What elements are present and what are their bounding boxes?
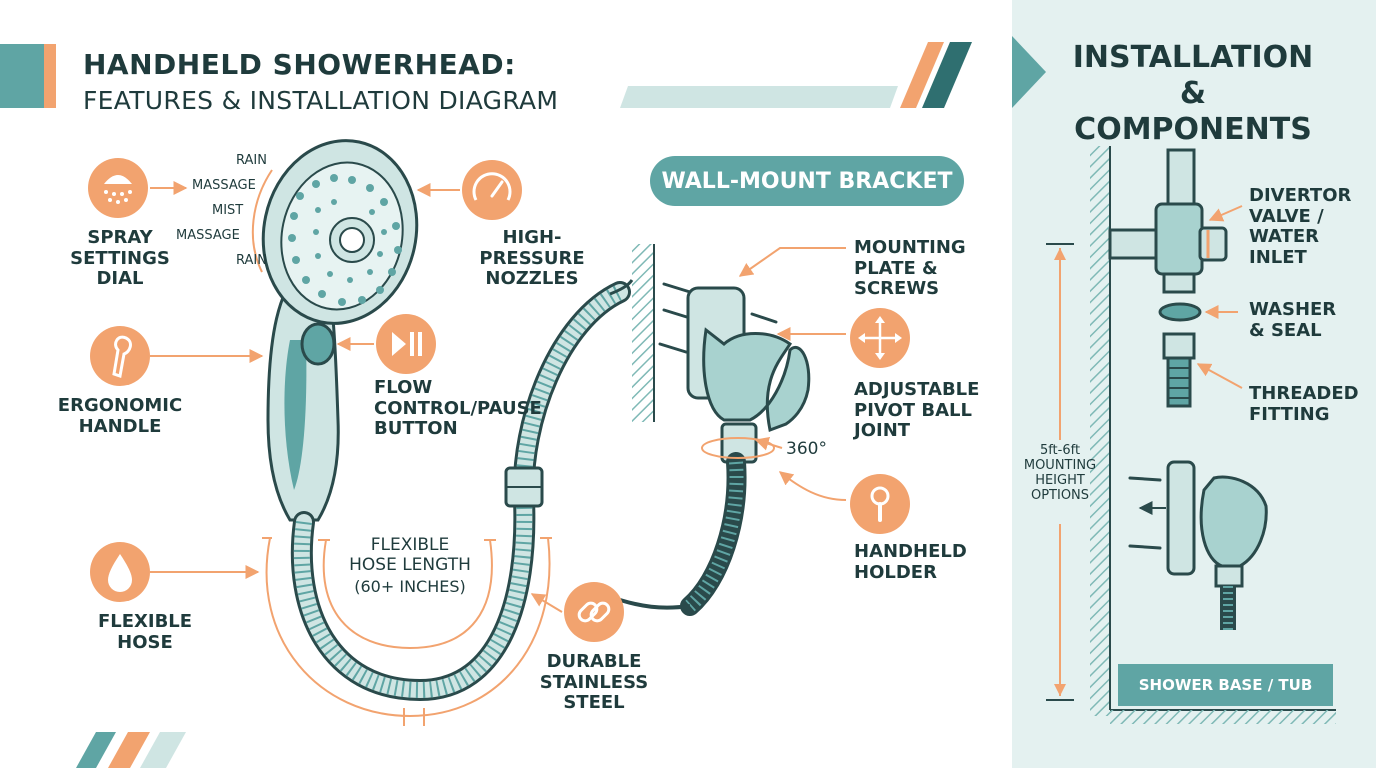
header-stripe-orange <box>900 42 944 108</box>
threaded-fitting-illustration <box>1162 332 1196 408</box>
height-dimension <box>1046 243 1074 701</box>
holder-label: HANDHELD HOLDER <box>854 541 967 583</box>
right-panel-title: INSTALLATION & COMPONENTS <box>1072 40 1314 147</box>
rotation-label: 360° <box>786 439 827 459</box>
spray-setting-rain-1: RAIN <box>236 153 267 168</box>
flow-control-label: FLOW CONTROL/PAUSE BUTTON <box>374 377 542 440</box>
footer-stripe-orange <box>108 732 150 768</box>
hose-length-bracket-outer <box>262 537 552 718</box>
washer-seal-label: WASHER & SEAL <box>1249 299 1337 341</box>
nozzles-label: HIGH-PRESSURE NOZZLES <box>479 227 585 290</box>
chain-link-icon <box>564 582 624 642</box>
flexible-hose-label: FLEXIBLE HOSE <box>97 611 193 653</box>
pressure-gauge-icon <box>462 160 522 220</box>
spray-setting-massage-1: MASSAGE <box>192 178 256 193</box>
mini-bracket-illustration <box>1128 460 1268 630</box>
title-bar-teal <box>0 44 44 108</box>
wall-mount-bracket-pill: WALL-MOUNT BRACKET <box>650 156 964 206</box>
hose-length-bracket-inner <box>318 539 496 650</box>
hose-length-value: (60+ INCHES) <box>354 577 466 596</box>
title-bar-orange <box>44 44 56 108</box>
right-wall <box>1090 146 1336 724</box>
footer-stripe-teal <box>76 732 116 768</box>
right-panel-background <box>1012 0 1376 768</box>
callout-arrows <box>150 181 1243 613</box>
mounting-plate-label: MOUNTING PLATE & SCREWS <box>854 237 966 300</box>
spray-settings-bracket <box>251 169 273 273</box>
shower-base-label: SHOWER BASE / TUB <box>1118 664 1333 706</box>
spray-setting-rain-2: RAIN <box>236 253 267 268</box>
rotation-indicator <box>701 437 775 459</box>
wall-hatch <box>632 244 654 422</box>
spray-setting-mist: MIST <box>212 203 244 218</box>
page-subtitle: FEATURES & INSTALLATION DIAGRAM <box>83 86 559 115</box>
panel-chevron <box>1012 36 1046 108</box>
mounting-height-label: 5ft-6ft MOUNTING HEIGHT OPTIONS <box>1023 443 1097 503</box>
bracket-illustration <box>609 279 811 616</box>
water-drop-icon <box>90 542 150 602</box>
divertor-valve-label: DIVERTOR VALVE / WATER INLET <box>1249 185 1352 269</box>
header-stripe-light <box>620 86 898 108</box>
holder-icon <box>850 474 910 534</box>
hose-length-title: FLEXIBLE HOSE LENGTH <box>349 535 471 575</box>
play-pause-icon <box>376 314 436 374</box>
handle-label: ERGONOMIC HANDLE <box>57 395 183 437</box>
spray-dial-label: SPRAY SETTINGS DIAL <box>70 227 170 290</box>
page-title: HANDHELD SHOWERHEAD: <box>83 48 516 81</box>
handle-icon <box>90 326 150 386</box>
shower-spray-icon <box>88 158 148 218</box>
footer-stripe-light <box>140 732 186 768</box>
header-stripe-teal <box>922 42 972 108</box>
washer-illustration <box>1158 302 1202 322</box>
divertor-valve-illustration <box>1108 148 1228 294</box>
move-arrows-icon <box>850 308 910 368</box>
stainless-steel-label: DURABLE STAINLESS STEEL <box>539 651 649 714</box>
threaded-fitting-label: THREADED FITTING <box>1249 383 1359 425</box>
spray-setting-massage-2: MASSAGE <box>176 228 240 243</box>
pivot-joint-label: ADJUSTABLE PIVOT BALL JOINT <box>854 379 980 442</box>
